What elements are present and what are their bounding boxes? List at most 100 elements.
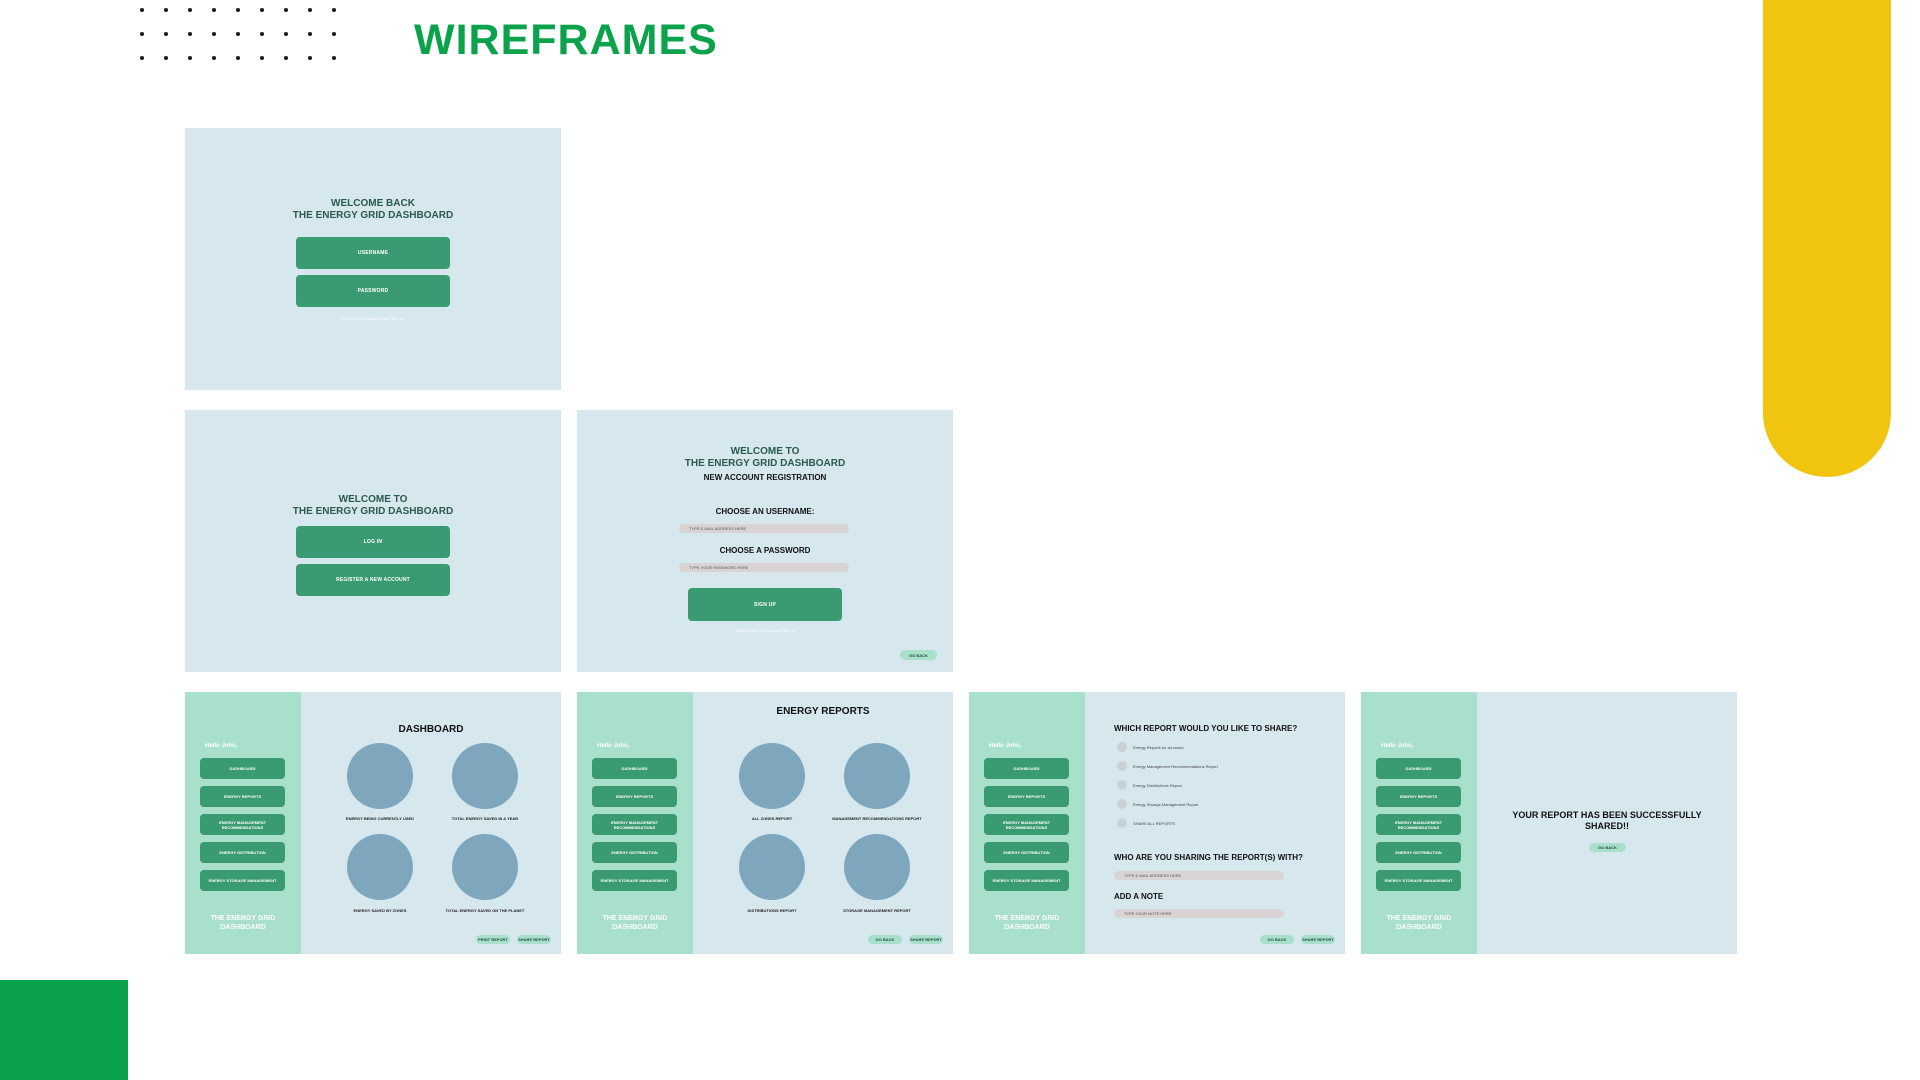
share-report-button[interactable]: SHARE REPORT	[517, 935, 551, 944]
sidebar-item-recommendations[interactable]: ENERGY MANAGEMENT RECOMMENDATIONS	[592, 814, 677, 835]
stat-circle[interactable]	[452, 834, 518, 900]
report-label: DISTRIBUTIONS REPORT	[747, 908, 797, 913]
sidebar-item-storage[interactable]: ENERGY STORAGE MANAGEMENT	[1376, 870, 1461, 891]
greeting: Hello John,	[1381, 743, 1414, 749]
report-option[interactable]: SHARE ALL REPORTS	[1117, 818, 1175, 828]
sidebar-item-distribution[interactable]: ENERGY DISTRIBUTION	[984, 842, 1069, 863]
sidebar-item-recommendations[interactable]: ENERGY MANAGEMENT RECOMMENDATIONS	[1376, 814, 1461, 835]
sidebar-item-storage[interactable]: ENERGY STORAGE MANAGEMENT	[200, 870, 285, 891]
greeting: Hello John,	[597, 743, 630, 749]
share-question: WHICH REPORT WOULD YOU LIKE TO SHARE?	[1114, 724, 1298, 733]
recipient-label: WHO ARE YOU SHARING THE REPORT(S) WITH?	[1114, 853, 1303, 862]
sidebar-brand-line1: THE ENERGY GRID	[1386, 915, 1452, 922]
report-option-label: Energy Storage Management Report	[1133, 801, 1199, 807]
password-button[interactable]: PASSWORD	[296, 275, 450, 307]
welcome-heading-line2: THE ENERGY GRID DASHBOARD	[292, 506, 454, 517]
radio-icon[interactable]	[1117, 780, 1127, 790]
report-option[interactable]: Energy Reports for all zones	[1117, 742, 1183, 752]
signin-link[interactable]: Already have an account? Sign In	[735, 628, 795, 633]
note-input[interactable]: TYPE YOUR NOTE HERE	[1114, 909, 1284, 918]
stat-label: ENERGY SAVED BY ZONES	[353, 908, 407, 913]
login-button[interactable]: LOG IN	[296, 526, 450, 558]
sidebar-item-energy-reports[interactable]: ENERGY REPORTS	[1376, 786, 1461, 807]
radio-icon[interactable]	[1117, 799, 1127, 809]
stat-label: TOTAL ENERGY SAVED IN A YEAR	[451, 816, 519, 821]
signup-button[interactable]: SIGN UP	[688, 588, 842, 621]
wireframe-share-confirmation: Hello John, DASHBOARD ENERGY REPORTS ENE…	[1361, 692, 1737, 954]
sidebar-item-storage[interactable]: ENERGY STORAGE MANAGEMENT	[592, 870, 677, 891]
report-circle[interactable]	[739, 834, 805, 900]
sidebar: Hello John, DASHBOARD ENERGY REPORTS ENE…	[1361, 692, 1477, 954]
wireframe-share-report: Hello John, DASHBOARD ENERGY REPORTS ENE…	[969, 692, 1345, 954]
radio-icon[interactable]	[1117, 818, 1127, 828]
sidebar-brand: THE ENERGY GRID DASHBOARD	[969, 914, 1085, 932]
report-option[interactable]: Energy Distributions Report	[1117, 780, 1182, 790]
report-option[interactable]: Energy Storage Management Report	[1117, 799, 1198, 809]
note-label: ADD A NOTE	[1114, 892, 1164, 901]
register-heading: WELCOME TO THE ENERGY GRID DASHBOARD	[577, 446, 953, 470]
report-circle[interactable]	[844, 834, 910, 900]
username-button[interactable]: USERNAME	[296, 237, 450, 269]
report-circle[interactable]	[844, 743, 910, 809]
sidebar-item-dashboard[interactable]: DASHBOARD	[1376, 758, 1461, 779]
sidebar-brand: THE ENERGY GRID DASHBOARD	[1361, 914, 1477, 932]
wireframe-dashboard: Hello John, DASHBOARD ENERGY REPORTS ENE…	[185, 692, 561, 954]
sidebar-item-dashboard[interactable]: DASHBOARD	[200, 758, 285, 779]
username-input[interactable]: TYPE E-MAIL ADDRESS HERE	[679, 524, 849, 533]
radio-icon[interactable]	[1117, 742, 1127, 752]
wireframe-welcome: WELCOME TO THE ENERGY GRID DASHBOARD LOG…	[185, 410, 561, 672]
sidebar-brand-line2: DASHBOARD	[612, 924, 658, 931]
register-heading-line2: THE ENERGY GRID DASHBOARD	[684, 458, 846, 469]
recipient-email-input[interactable]: TYPE E-MAIL ADDRESS HERE	[1114, 871, 1284, 880]
sidebar-item-energy-reports[interactable]: ENERGY REPORTS	[592, 786, 677, 807]
greeting: Hello John,	[205, 743, 238, 749]
go-back-button[interactable]: GO BACK	[1260, 935, 1294, 944]
go-back-button[interactable]: GO BACK	[868, 935, 902, 944]
sidebar-item-distribution[interactable]: ENERGY DISTRIBUTION	[200, 842, 285, 863]
sidebar-item-dashboard[interactable]: DASHBOARD	[984, 758, 1069, 779]
stat-circle[interactable]	[347, 743, 413, 809]
sidebar-brand: THE ENERGY GRID DASHBOARD	[577, 914, 693, 932]
go-back-button[interactable]: GO BACK	[1589, 843, 1626, 852]
report-option-label: Energy Reports for all zones	[1133, 744, 1184, 750]
login-heading: WELCOME BACK THE ENERGY GRID DASHBOARD	[185, 198, 561, 222]
go-back-button[interactable]: GO BACK	[900, 650, 937, 660]
radio-icon[interactable]	[1117, 761, 1127, 771]
report-option-label: Energy Distributions Report	[1133, 782, 1182, 788]
sidebar-item-dashboard[interactable]: DASHBOARD	[592, 758, 677, 779]
stat-circle[interactable]	[347, 834, 413, 900]
sidebar-item-recommendations[interactable]: ENERGY MANAGEMENT RECOMMENDATIONS	[984, 814, 1069, 835]
stat-circle[interactable]	[452, 743, 518, 809]
sidebar-brand-line2: DASHBOARD	[220, 924, 266, 931]
sidebar: Hello John, DASHBOARD ENERGY REPORTS ENE…	[577, 692, 693, 954]
share-report-button[interactable]: SHARE REPORT	[1301, 935, 1335, 944]
page-title: WIREFRAMES	[414, 16, 718, 64]
password-input[interactable]: TYPE YOUR PASSWORD HERE	[679, 563, 849, 572]
wireframe-register: WELCOME TO THE ENERGY GRID DASHBOARD NEW…	[577, 410, 953, 672]
sidebar-item-energy-reports[interactable]: ENERGY REPORTS	[984, 786, 1069, 807]
sidebar-item-distribution[interactable]: ENERGY DISTRIBUTION	[592, 842, 677, 863]
login-heading-line2: THE ENERGY GRID DASHBOARD	[292, 210, 454, 221]
welcome-heading: WELCOME TO THE ENERGY GRID DASHBOARD	[185, 494, 561, 518]
wireframe-login: WELCOME BACK THE ENERGY GRID DASHBOARD U…	[185, 128, 561, 390]
sidebar-item-energy-reports[interactable]: ENERGY REPORTS	[200, 786, 285, 807]
success-message: YOUR REPORT HAS BEEN SUCCESSFULLY SHARED…	[1477, 810, 1737, 832]
dashboard-title: DASHBOARD	[398, 724, 464, 735]
report-option[interactable]: Energy Management Recommendations Report	[1117, 761, 1218, 771]
reports-title: ENERGY REPORTS	[776, 706, 870, 717]
decorative-green-block	[0, 980, 128, 1080]
decorative-yellow-pill	[1763, 0, 1891, 477]
report-label: ALL ZONES REPORT	[751, 816, 793, 821]
print-report-button[interactable]: PRINT REPORT	[476, 935, 510, 944]
register-button[interactable]: REGISTER A NEW ACCOUNT	[296, 564, 450, 596]
signup-link[interactable]: Don't have an account yet? Sign Up	[341, 316, 405, 321]
sidebar-brand: THE ENERGY GRID DASHBOARD	[185, 914, 301, 932]
share-report-button[interactable]: SHARE REPORT	[909, 935, 943, 944]
sidebar-item-distribution[interactable]: ENERGY DISTRIBUTION	[1376, 842, 1461, 863]
sidebar-item-recommendations[interactable]: ENERGY MANAGEMENT RECOMMENDATIONS	[200, 814, 285, 835]
welcome-heading-line1: WELCOME TO	[338, 494, 408, 505]
sidebar-item-storage[interactable]: ENERGY STORAGE MANAGEMENT	[984, 870, 1069, 891]
sidebar: Hello John, DASHBOARD ENERGY REPORTS ENE…	[969, 692, 1085, 954]
sidebar-brand-line1: THE ENERGY GRID	[602, 915, 668, 922]
report-circle[interactable]	[739, 743, 805, 809]
